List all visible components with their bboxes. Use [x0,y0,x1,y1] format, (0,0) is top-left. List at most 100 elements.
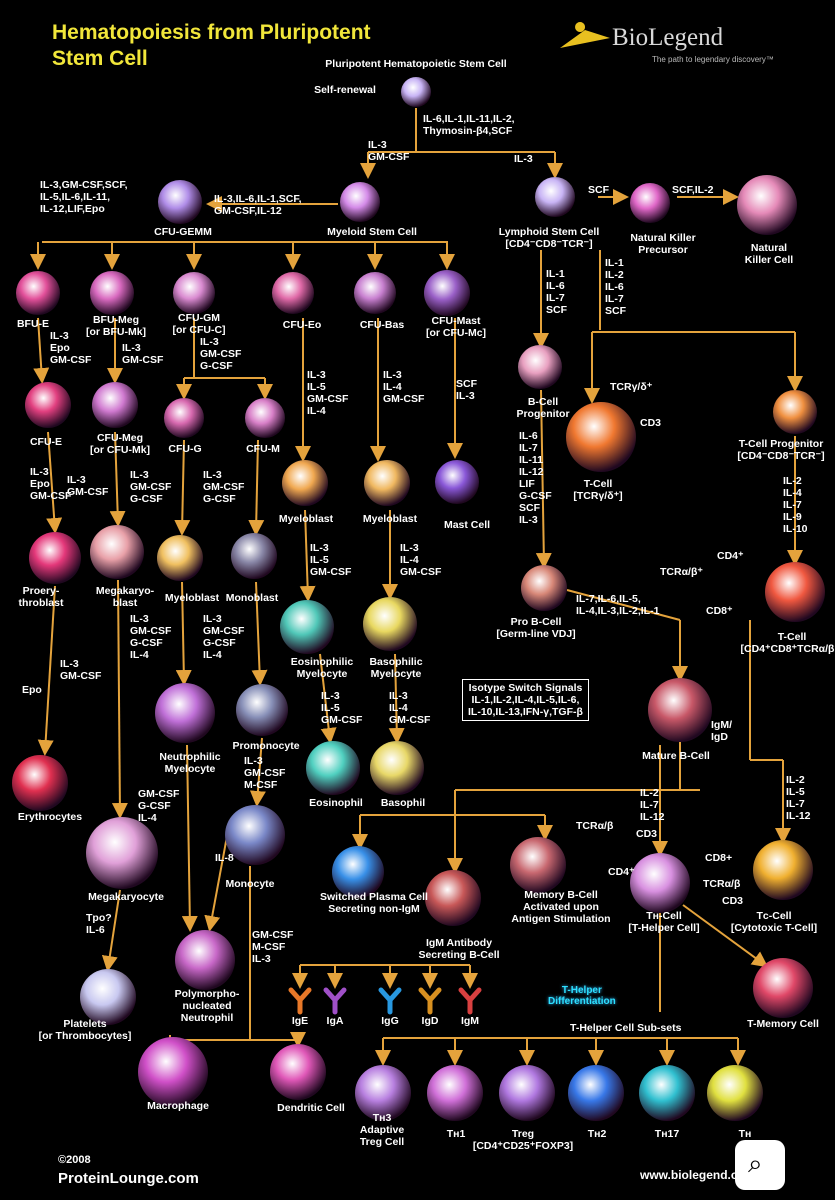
cytokine-label-c21: IL-2 IL-4 IL-7 IL-9 IL-10 [783,475,808,535]
cell-dendr [270,1044,326,1100]
pathway-arrow [181,744,198,932]
receptor-marker-m1: TCRγ/δ⁺ [610,381,653,393]
isotype-switch-box: Isotype Switch Signals IL-1,IL-2,IL-4,IL… [462,679,589,721]
receptor-marker-m10: TCRα/β [703,878,741,890]
cell-tc [753,840,813,900]
pathway-arrow [101,889,121,972]
receptor-marker-m9: CD8+ [705,852,733,864]
pathway-arrow [248,439,265,536]
cell-label-igmsec: IgM Antibody Secreting B-Cell [418,937,500,961]
cell-bfue [16,271,60,315]
cell-label-monoblast: Monoblast [225,592,279,604]
cell-label-cfum: CFU-M [246,443,280,455]
cytokine-label-c8: IL-1 IL-6 IL-7 SCF [546,268,567,316]
receptor-marker-m2: CD3 [640,417,662,429]
cell-cfumast [424,270,470,316]
cell-igmsec [425,870,481,926]
cytokine-label-c11: IL-3 GM-CSF [122,342,164,366]
cytokine-label-c4: IL-3,IL-6,IL-1,SCF, GM-CSF,IL-12 [214,193,302,217]
pathway-arrow [46,431,63,534]
title-line-1: Hematopoiesis from Pluripotent [52,21,371,44]
cell-lymphoid [535,177,575,217]
cell-label-myeloid: Myeloid Stem Cell [327,226,417,238]
cytokine-label-c34: IL-2 IL-7 IL-12 [640,787,665,823]
receptor-marker-m6: TCRα/β [576,820,614,832]
cell-cfugm [173,272,215,314]
cell-label-bfumeg: BFU-Meg [or BFU-Mk] [85,314,147,338]
cell-myelo2 [364,460,410,506]
cell-cfum [245,398,285,438]
cell-th1 [427,1065,483,1121]
cell-cfumeg [92,382,138,428]
cell-label-baso: Basophil [380,797,426,809]
cell-bfumeg [90,271,134,315]
cytokine-label-c10: IL-3 Epo GM-CSF [50,330,92,366]
cell-memb [510,837,566,893]
cell-pmn [175,930,235,990]
cell-label-matureb: Mature B-Cell [642,750,710,762]
cytokine-label-c28: IL-7,IL-6,IL-5, IL-4,IL-3,IL-2,IL-1 [576,593,660,617]
cell-treg [499,1065,555,1121]
cell-label-nk: Natural Killer Cell [744,242,794,266]
cell-nkp [630,183,670,223]
cell-ery [12,755,68,811]
cell-gemm [158,180,202,224]
cell-mast [435,460,479,504]
biolegend-link[interactable]: www.biolegend.com [640,1168,756,1182]
pathway-arrow [388,653,405,744]
receptor-marker-m8: CD4⁺ [608,866,635,878]
cytokine-label-c23: IL-3 IL-4 GM-CSF [400,542,442,578]
cell-label-cfug: CFU-G [168,443,202,455]
cell-label-gemm: CFU-GEMM [154,226,212,238]
cell-label-mast: Mast Cell [443,519,491,531]
brand-mark-icon [560,22,610,48]
cell-label-myelo3: Myeloblast [164,592,220,604]
cytokine-label-c18: IL-3 GM-CSF G-CSF [130,469,172,505]
cell-megak [86,817,158,889]
cell-label-myelo1: Myeloblast [278,513,334,525]
antibody-label: IgM [460,1015,480,1027]
cell-th [630,853,690,913]
cytokine-label-c32: GM-CSF G-CSF IL-4 [138,788,180,824]
cytokine-label-c24: IL-3 GM-CSF G-CSF IL-4 [130,613,172,661]
receptor-marker-m4: TCRα/β⁺ [660,566,703,578]
pathway-arrow [111,579,128,819]
cell-label-phsc: Pluripotent Hematopoietic Stem Cell [325,58,507,70]
cytokine-label-c33: IL-8 [215,852,234,864]
cell-th3 [355,1065,411,1121]
cell-label-plasma: Switched Plasma Cell Secreting non-IgM [320,891,428,915]
cell-phsc [401,77,431,107]
cell-megablast [90,525,144,579]
cell-label-tprog: T-Cell Progenitor [CD4⁻CD8⁻TCR⁻] [737,438,825,462]
cytokine-label-c20: IL-6 IL-7 IL-11 IL-12 LIF G-CSF SCF IL-3 [519,430,552,526]
antibody-igd-icon [418,987,442,1015]
cell-label-th1: Tʜ1 [446,1128,466,1140]
pathway-arrow [37,585,56,756]
cytokine-label-c16: IL-3 Epo GM-CSF [30,466,72,502]
proteinlounge-link[interactable]: ProteinLounge.com [58,1170,199,1187]
cell-label-megak: Megakaryocyte [88,891,164,903]
cell-label-tcellgd: T-Cell [TCRγ/δ⁺] [573,478,623,502]
cytokine-label-c37: GM-CSF M-CSF IL-3 [252,929,294,965]
brand-logo: BioLegend [612,24,724,51]
cell-tcellab [765,562,825,622]
cell-label-proery: Proery- throblast [18,585,64,609]
cell-label-macro: Macrophage [147,1100,209,1112]
cell-plat [80,969,136,1025]
cell-baso [370,741,424,795]
lens-search-button[interactable]: ⌕ [735,1140,785,1190]
cell-label-cfue: CFU-E [29,436,63,448]
cell-label-memb: Memory B-Cell Activated upon Antigen Sti… [511,889,611,925]
antibody-iga-icon [323,987,347,1015]
antibody-ige-icon [288,987,312,1015]
pathway-arrow [251,581,268,686]
cell-label-probcell: Pro B-Cell [Germ-line VDJ] [496,616,576,640]
pathway-arrow [109,431,126,527]
cytokine-label-c6: SCF [588,184,609,196]
cell-macro [138,1037,208,1107]
cell-label-promono: Promonocyte [232,740,300,752]
cell-myelo3 [157,535,203,581]
cytokine-label-c7: SCF,IL-2 [672,184,714,196]
